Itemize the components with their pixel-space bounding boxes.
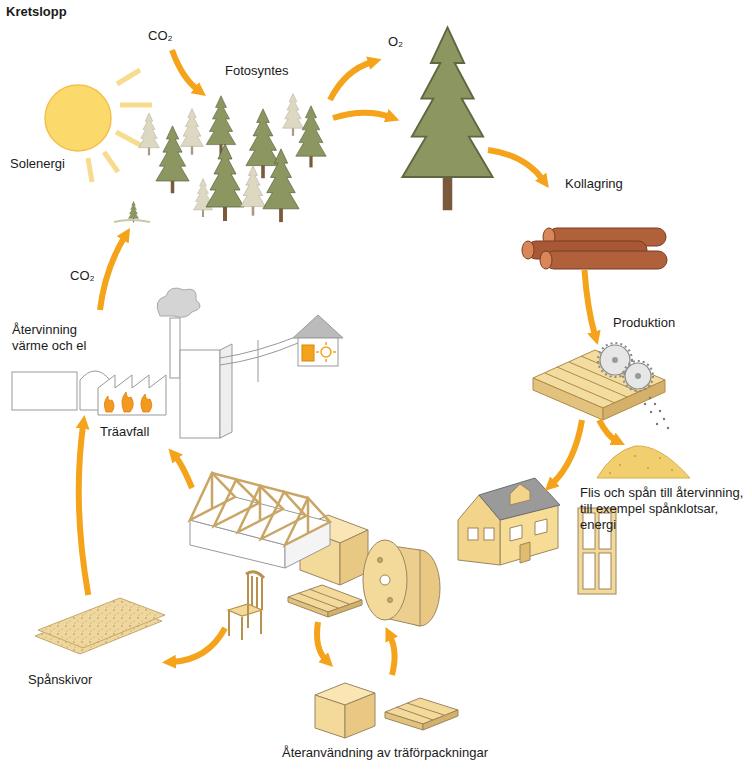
stage-label: Fotosyntes	[225, 63, 289, 79]
roof-trusses	[190, 473, 330, 568]
chips-stage: Flis och spån till återvinning, till exe…	[597, 445, 690, 478]
cycle-arrow	[79, 425, 89, 595]
gas-label: O₂	[388, 34, 403, 50]
logs	[522, 228, 667, 269]
stage-label: Flis och spån till återvinning, till exe…	[580, 485, 748, 533]
gas-label: CO₂	[70, 268, 95, 284]
sun-stage: Solenergi	[45, 85, 111, 151]
diagram-title: Kretslopp	[6, 4, 67, 20]
cycle-arrows	[172, 50, 582, 675]
sawmill-stage: Produktion	[533, 345, 665, 420]
heating-plant	[12, 288, 343, 438]
cycle-arrow	[100, 237, 125, 311]
big-tree	[402, 27, 492, 210]
board-stage: Spånskivor	[35, 595, 165, 655]
log-stage: Kollagring	[525, 226, 670, 270]
chipboards	[35, 598, 165, 654]
gas-label: CO₂	[148, 28, 173, 44]
stage-label: Återanvändning av träförpackningar	[282, 745, 488, 761]
stage-sublabel: Träavfall	[100, 424, 149, 440]
chip-pile	[597, 446, 690, 478]
stage-label: Produktion	[613, 315, 675, 331]
sawdust-spray	[644, 397, 669, 429]
sawmill	[533, 343, 665, 420]
forest-stage: Fotosyntes	[110, 85, 332, 228]
chair	[228, 572, 264, 640]
packaging-stage: Återanvändning av träförpackningar	[288, 512, 460, 740]
forest	[114, 94, 326, 223]
cycle-arrow	[599, 420, 616, 441]
plant-stage: Återvinning värme och elTräavfall	[10, 310, 250, 415]
house	[458, 478, 560, 565]
cycle-arrow	[585, 270, 596, 335]
stage-label: Kollagring	[565, 176, 623, 192]
stage-label: Återvinning värme och el	[12, 322, 102, 354]
stage-label: Solenergi	[10, 156, 65, 172]
stage-label: Spånskivor	[28, 672, 92, 688]
